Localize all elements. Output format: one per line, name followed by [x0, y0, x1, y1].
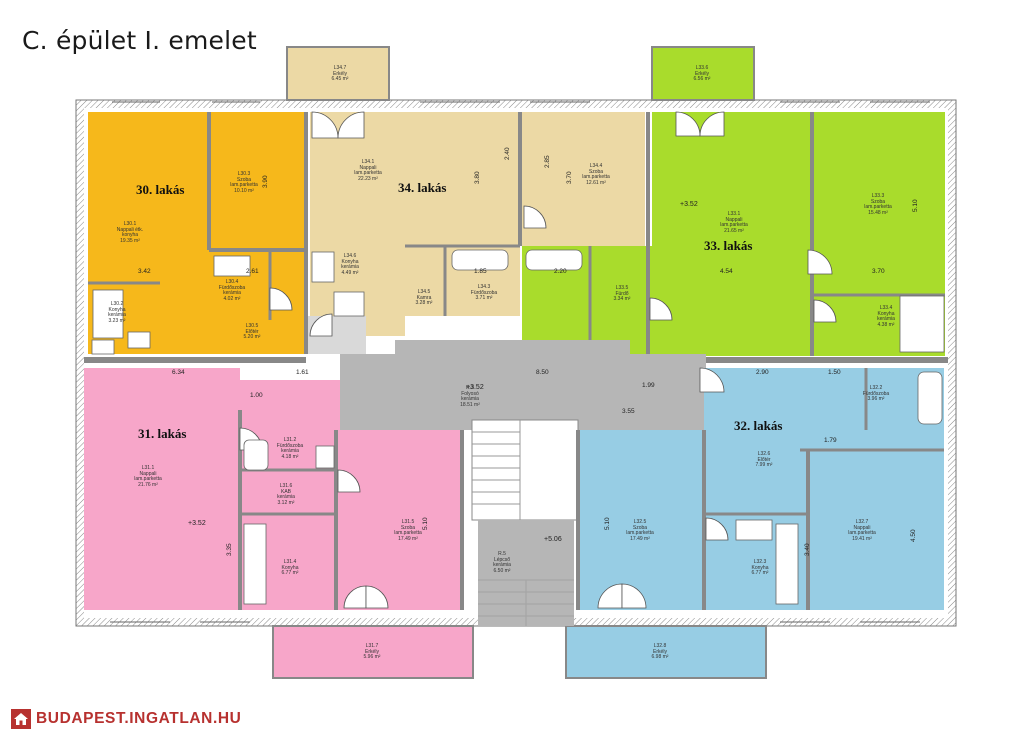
dimension-label: 4.50 — [910, 529, 917, 542]
elevation-marker: +3.52 — [466, 384, 484, 391]
balcony-31 — [272, 625, 474, 679]
room-label: L30.1 Nappali étk. konyha 19.35 m² — [116, 221, 144, 244]
dimension-label: 2.85 — [544, 155, 551, 168]
dimension-label: 3.70 — [872, 268, 885, 275]
dimension-label: 1.79 — [824, 437, 837, 444]
room-label: L32.2 Fürdőszoba 3.96 m² — [862, 385, 890, 402]
dimension-label: 1.61 — [296, 369, 309, 376]
dimension-label: 6.34 — [172, 369, 185, 376]
dimension-label: 1.50 — [828, 369, 841, 376]
dimension-label: 2.40 — [504, 147, 511, 160]
room-label: L32.5 Szoba lam.parketta 17.49 m² — [626, 519, 654, 542]
room-label: L32.3 Konyha 6.77 m² — [751, 559, 769, 576]
dimension-label: 5.10 — [912, 199, 919, 212]
elevation-marker: +3.52 — [680, 201, 698, 208]
dimension-label: 8.50 — [536, 369, 549, 376]
corridor-area — [306, 316, 706, 626]
balcony-32 — [565, 625, 767, 679]
room-label: L33.6 Erkély 6.56 m² — [693, 65, 711, 82]
dimension-label: 3.55 — [622, 408, 635, 415]
dimension-label: 1.85 — [474, 268, 487, 275]
apartment-34-label: 34. lakás — [398, 180, 447, 195]
room-label: L34.1 Nappali lam.parketta 22.23 m² — [354, 159, 382, 182]
house-icon — [11, 709, 31, 729]
apartment-32-area — [580, 368, 944, 610]
room-label: L30.2 Konyha kerámia 3.23 m² — [108, 301, 126, 324]
apartment-30-area — [88, 112, 306, 354]
room-label: L30.4 Fürdőszoba kerámia 4.02 m² — [218, 279, 246, 302]
dimension-label: 3.42 — [138, 268, 151, 275]
dimension-label: 4.54 — [720, 268, 733, 275]
room-label: L30.5 Előtér 5.20 m² — [243, 323, 261, 340]
apartment-33-area — [522, 112, 945, 356]
room-label: L31.1 Nappali lam.parketta 21.76 m² — [134, 465, 162, 488]
dimension-label: 3.40 — [804, 543, 811, 556]
room-label: L34.4 Szoba lam.parketta 12.61 m² — [582, 163, 610, 186]
dimension-label: 2.90 — [756, 369, 769, 376]
room-label: L33.5 Fürdő 3.34 m² — [613, 285, 631, 302]
room-label: L32.8 Erkély 6.98 m² — [651, 643, 669, 660]
room-label: L31.5 Szoba lam.parketta 17.49 m² — [394, 519, 422, 542]
room-label: L34.5 Kamra 3.28 m² — [415, 289, 433, 306]
room-label: L34.3 Fürdőszoba 3.71 m² — [470, 284, 498, 301]
balcony-33 — [651, 46, 755, 101]
apartment-33-label: 33. lakás — [704, 238, 753, 253]
room-label: L34.6 Konyha kerámia 4.49 m² — [341, 253, 359, 276]
page-title: C. épület I. emelet — [22, 26, 257, 55]
room-label: L33.4 Konyha kerámia 4.38 m² — [877, 305, 895, 328]
room-label: L33.3 Szoba lam.parketta 15.48 m² — [864, 193, 892, 216]
room-label: L31.2 Fürdőszoba kerámia 4.18 m² — [276, 437, 304, 460]
elevation-marker: +5.06 — [544, 536, 562, 543]
balcony-34 — [286, 46, 390, 101]
dimension-label: 1.99 — [642, 382, 655, 389]
room-label: R.2 Folyosó kerámia 18.51 m² — [460, 385, 480, 408]
room-label: L31.7 Erkély 5.96 m² — [363, 643, 381, 660]
room-label: L30.3 Szoba lam.parketta 10.10 m² — [230, 171, 258, 194]
apartment-30-label: 30. lakás — [136, 182, 185, 197]
dimension-label: 1.00 — [250, 392, 263, 399]
dimension-label: 3.35 — [226, 543, 233, 556]
dimension-label: 2.20 — [554, 268, 567, 275]
room-label: L31.6 KAB kerámia 3.12 m² — [277, 483, 295, 506]
room-label: L33.1 Nappali lam.parketta 21.65 m² — [720, 211, 748, 234]
dimension-label: 3.80 — [474, 171, 481, 184]
room-label: L32.7 Nappali lam.parketta 19.41 m² — [848, 519, 876, 542]
elevation-marker: +3.52 — [188, 520, 206, 527]
room-label: L31.4 Konyha 6.77 m² — [281, 559, 299, 576]
room-label: R.5 Lépcső kerámia 6.50 m² — [493, 551, 511, 574]
dimension-label: 3.70 — [566, 171, 573, 184]
dimension-label: 2.61 — [246, 268, 259, 275]
dimension-label: 5.10 — [604, 517, 611, 530]
apartment-31-label: 31. lakás — [138, 426, 187, 441]
watermark-text: BUDAPEST.INGATLAN.HU — [36, 710, 242, 727]
apartment-32-label: 32. lakás — [734, 418, 783, 433]
watermark: BUDAPEST.INGATLAN.HU — [8, 706, 290, 732]
room-label: L34.7 Erkély 6.45 m² — [331, 65, 349, 82]
room-label: L32.6 Előtér 7.99 m² — [755, 451, 773, 468]
